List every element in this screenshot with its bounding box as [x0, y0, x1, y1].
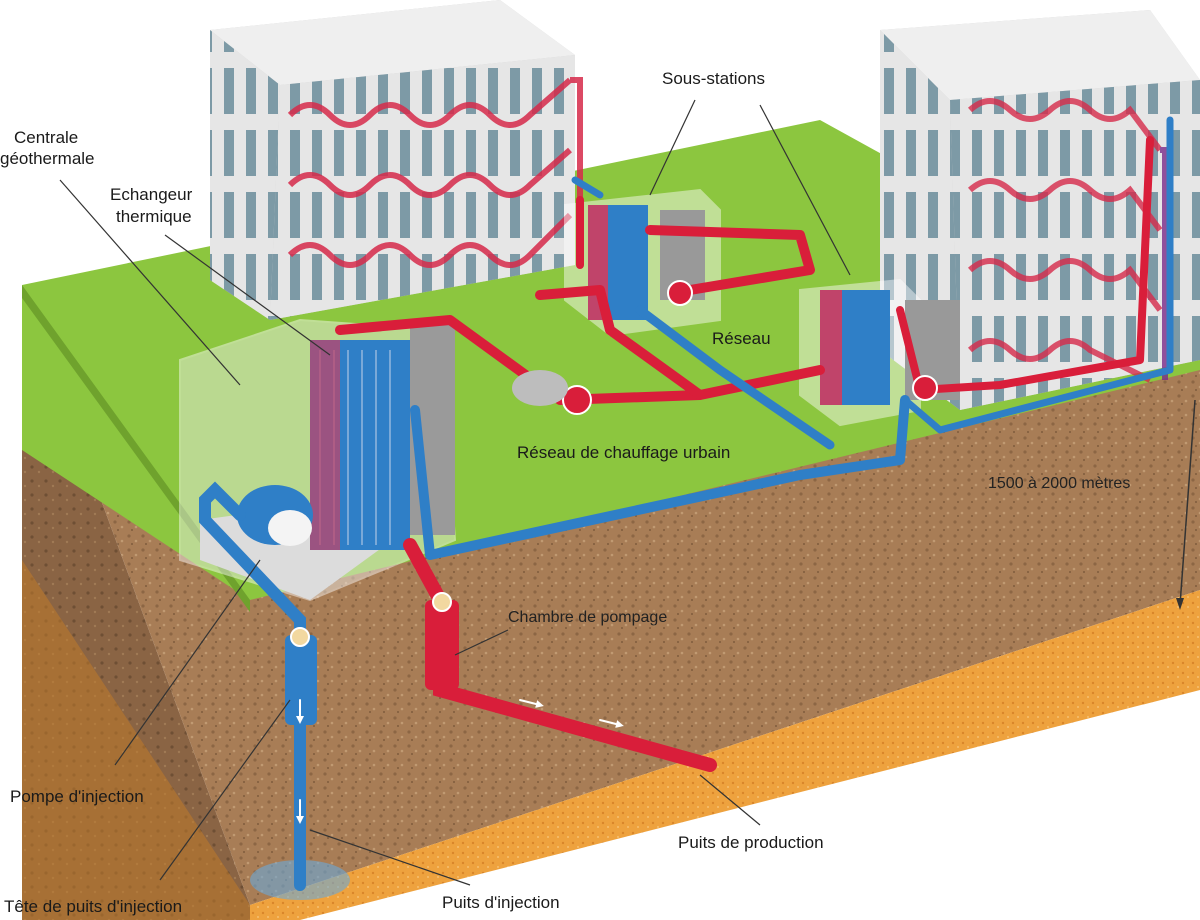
hot-pipe-to-building-2 [896, 136, 1154, 394]
label-reseau: Réseau [712, 329, 771, 348]
network-pump-1 [562, 385, 592, 415]
production-pumping-chamber [425, 600, 459, 690]
cold-pipe-branch [635, 305, 835, 450]
hot-pipe-loop-1 [645, 225, 815, 295]
label-chambre-pompage: Chambre de pompage [508, 609, 667, 626]
label-sous-stations: Sous-stations [662, 69, 765, 88]
labels: Centrale géothermale Echangeur thermique… [0, 69, 1130, 916]
label-puits-production: Puits de production [678, 833, 824, 852]
leader-chambre [454, 629, 509, 656]
leader-sous-stations-1 [649, 99, 696, 196]
substation-pump-1 [667, 280, 693, 306]
cold-pipe-building-2 [901, 116, 1174, 434]
injection-well-head [285, 635, 317, 725]
label-reseau-chauffage: Réseau de chauffage urbain [517, 443, 730, 462]
label-centrale-2: géothermale [0, 149, 95, 168]
substation-pump-2 [912, 375, 938, 401]
aquifer-layer-front [250, 590, 1200, 920]
label-depth: 1500 à 2000 mètres [988, 475, 1130, 492]
aquifer-layer-left [22, 560, 250, 920]
building-right-heating-coils [967, 98, 1168, 383]
grass-front-edge [22, 285, 250, 612]
label-centrale-1: Centrale [14, 128, 78, 147]
district-heating-network [335, 116, 1174, 560]
building-left [210, 0, 583, 320]
label-puits-injection: Puits d'injection [442, 893, 560, 912]
leader-sous-stations-2 [759, 104, 851, 276]
label-echangeur-2: thermique [116, 207, 192, 226]
leader-centrale [59, 179, 241, 386]
leader-pompe [114, 559, 261, 766]
depth-arrow [1179, 399, 1196, 606]
leader-puits-injection [309, 829, 471, 886]
label-echangeur-1: Echangeur [110, 185, 193, 204]
cold-pipe-building-1 [571, 176, 604, 199]
leader-puits-production [699, 774, 761, 826]
depth-indicator [1176, 399, 1196, 610]
network-pump-motor [512, 370, 568, 406]
geothermal-plant [179, 318, 457, 602]
cold-pipe-main [410, 395, 910, 560]
label-pompe-injection: Pompe d'injection [10, 787, 144, 806]
label-tete-puits: Tête de puits d'injection [4, 897, 182, 916]
production-well-head-icon [432, 592, 452, 612]
substation-2 [799, 278, 960, 427]
wells [199, 481, 717, 891]
leader-lines [59, 99, 851, 886]
hot-pipe-branch-1 [535, 285, 705, 400]
injection-pump [237, 485, 313, 546]
injection-well-head-icon [290, 627, 310, 647]
leader-echangeur [164, 234, 331, 356]
leader-tete-puits [159, 699, 291, 881]
